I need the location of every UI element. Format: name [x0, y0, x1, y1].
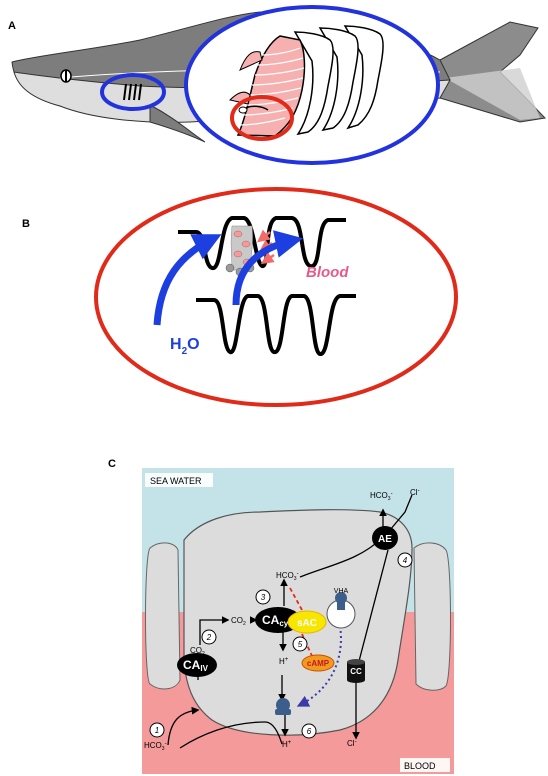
- step-4-label: 4: [403, 556, 408, 565]
- panel-a-letter: A: [8, 20, 16, 32]
- panel-b-letter: B: [22, 218, 30, 230]
- step-3-label: 3: [261, 593, 266, 602]
- sea-water-label: SEA WATER: [150, 476, 202, 486]
- sac-label: sAC: [297, 618, 317, 629]
- ae-label: AE: [378, 534, 392, 545]
- camp-label: cAMP: [307, 659, 330, 668]
- blood-label-b: Blood: [306, 264, 349, 281]
- lamellae-zoom-ellipse: [96, 189, 456, 405]
- vha-label: VHA: [334, 588, 349, 595]
- step-5-label: 5: [298, 640, 303, 649]
- step-1-label: 1: [155, 726, 159, 735]
- step-6-label: 6: [307, 727, 312, 736]
- step-2-label: 2: [206, 633, 212, 642]
- blood-label-c: BLOOD: [404, 761, 436, 771]
- cc-label: CC: [350, 667, 362, 676]
- panel-c-letter: C: [108, 458, 116, 470]
